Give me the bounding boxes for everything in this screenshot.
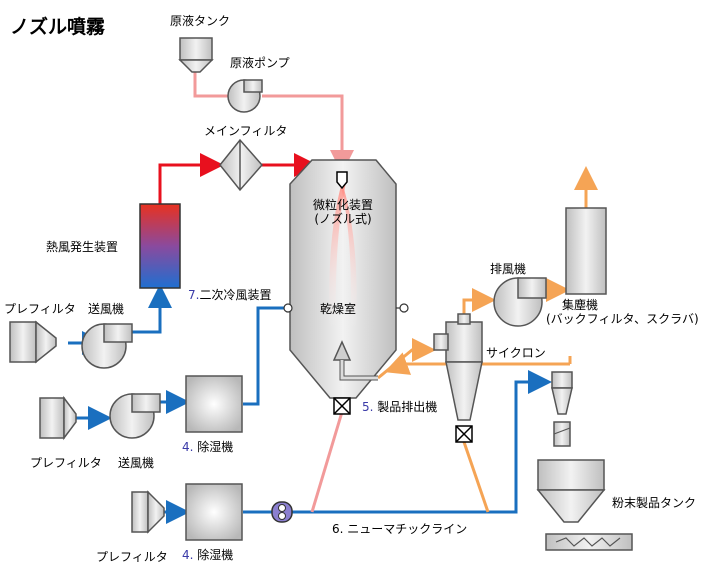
drying-chamber xyxy=(289,159,397,399)
cyclone-to-pneumatic xyxy=(462,441,490,513)
cool-air-line-2 xyxy=(132,284,172,334)
dust-collector-label: 集塵機 xyxy=(562,298,599,312)
cyclone-to-exhaust-fan xyxy=(462,288,496,318)
exhaust-fan-label: 排風機 xyxy=(490,262,527,276)
blower-2 xyxy=(109,393,161,439)
cyclone-label: サイクロン xyxy=(486,346,546,360)
raw-tank-label: 原液タンク xyxy=(170,14,231,28)
raw-liquid-tank xyxy=(178,37,214,73)
raw-liquid-line xyxy=(193,70,228,98)
secondary-cooling-num: 7. xyxy=(188,288,200,302)
dehumidifier-2 xyxy=(185,483,243,541)
blower-2-label: 送風機 xyxy=(118,456,155,470)
hot-air-generator xyxy=(139,203,181,289)
secondary-cooling-port-right xyxy=(396,303,409,313)
secondary-cooling-label: 7.二次冷風装置 xyxy=(188,288,271,302)
blower-1 xyxy=(81,323,133,369)
atomizer-label-2: (ノズル式) xyxy=(314,212,372,226)
cyclone xyxy=(433,313,483,421)
prefilter-3-label: プレフィルタ xyxy=(96,550,168,564)
dehumidifier-2-num: 4. xyxy=(182,548,194,562)
prefilter-1-label: プレフィルタ xyxy=(4,302,76,316)
dust-collector-sub-label: (バックフィルタ、スクラバ) xyxy=(546,312,699,326)
drying-chamber-label: 乾燥室 xyxy=(320,302,357,316)
screw-conveyor xyxy=(545,533,633,551)
raw-liquid-line-to-nozzle xyxy=(262,94,354,174)
powder-tank-label: 粉末製品タンク xyxy=(612,496,697,510)
nozzle xyxy=(336,171,348,190)
product-discharge-label: 5. 製品排出機 xyxy=(362,400,437,414)
main-filter xyxy=(219,138,263,192)
cool-air-line-5 xyxy=(243,306,286,406)
dehumidifier-2-label: 4. 除湿機 xyxy=(182,548,233,562)
pneumatic-line-label: 6. ニューマチックライン xyxy=(332,522,468,536)
dehumidifier-1-label: 4. 除湿機 xyxy=(182,440,233,454)
hot-air-generator-label: 熱風発生装置 xyxy=(46,240,119,254)
prefilter-2 xyxy=(39,395,77,441)
exhaust-fan xyxy=(493,277,547,327)
prefilter-3 xyxy=(131,490,165,534)
pneumatic-line-3 xyxy=(292,370,552,514)
dehumidifier-1-num: 4. xyxy=(182,440,194,454)
main-filter-label: メインフィルタ xyxy=(204,124,288,138)
product-cyclone xyxy=(551,371,573,447)
return-line xyxy=(384,352,570,375)
page-title: ノズル噴霧 xyxy=(10,16,106,38)
secondary-cooling-port-left xyxy=(283,303,293,313)
pneumatic-blower xyxy=(271,501,293,523)
dehumidifier-1 xyxy=(185,375,243,433)
raw-liquid-pump xyxy=(227,79,263,113)
raw-pump-label: 原液ポンプ xyxy=(230,56,290,70)
product-discharger xyxy=(333,397,351,415)
hot-air-line-1 xyxy=(158,153,224,204)
product-discharge-num: 5. xyxy=(362,400,374,414)
dehumidifier-1-text: 除湿機 xyxy=(197,440,234,454)
prefilter-1 xyxy=(9,320,57,364)
powder-product-tank xyxy=(536,459,606,523)
atomizer-label-1: 微粒化装置 xyxy=(312,198,373,212)
cyclone-valve xyxy=(455,425,473,443)
dust-collector xyxy=(565,207,607,295)
product-discharge-text: 製品排出機 xyxy=(377,400,438,414)
dehumidifier-2-text: 除湿機 xyxy=(197,548,234,562)
prefilter-2-label: プレフィルタ xyxy=(30,456,102,470)
blower-1-label: 送風機 xyxy=(88,302,125,316)
secondary-cooling-text: 二次冷風装置 xyxy=(199,288,272,302)
product-to-pneumatic xyxy=(310,411,344,513)
